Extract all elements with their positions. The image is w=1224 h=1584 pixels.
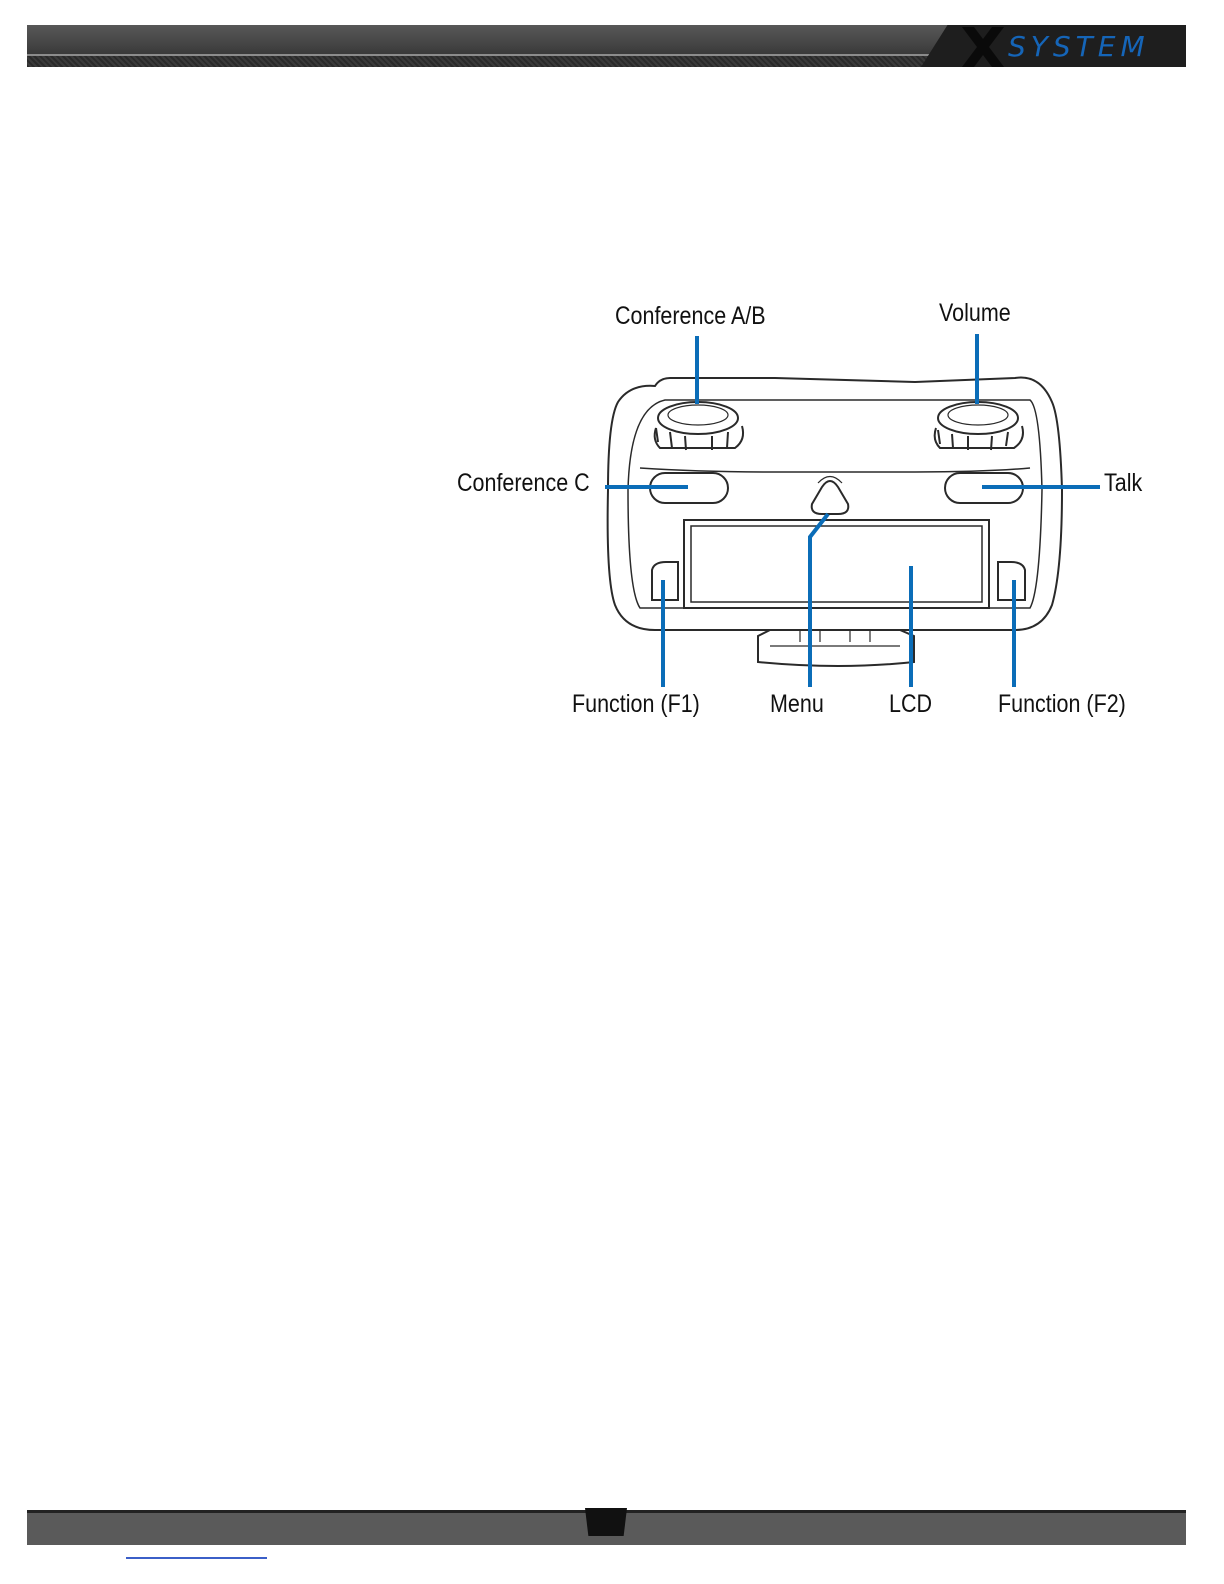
- beltpack-illustration: [440, 290, 1160, 730]
- label-talk: Talk: [1104, 469, 1142, 498]
- left-knob-shape: [655, 402, 743, 450]
- logo-wordmark: SYSTEM: [1008, 27, 1150, 67]
- lcd-screen: [691, 526, 982, 602]
- device-diagram: Conference A/B Volume Conference C Talk …: [440, 290, 1160, 730]
- callout-line-menu: [810, 514, 828, 687]
- f2-button-shape: [998, 562, 1025, 600]
- label-conference-ab: Conference A/B: [615, 302, 766, 331]
- label-conference-c: Conference C: [457, 469, 590, 498]
- belt-clip-shape: [758, 630, 914, 666]
- label-lcd: LCD: [889, 690, 932, 719]
- label-menu: Menu: [770, 690, 824, 719]
- label-function-f1: Function (F1): [572, 690, 700, 719]
- label-volume: Volume: [939, 299, 1011, 328]
- footer-page-tab: [585, 1508, 627, 1536]
- lcd-frame: [684, 520, 989, 608]
- x-logo-icon: [958, 27, 1008, 67]
- right-knob-shape: [935, 402, 1023, 450]
- footer-link-underline[interactable]: [126, 1557, 267, 1559]
- label-function-f2: Function (F2): [998, 690, 1126, 719]
- callout-lines: [605, 334, 1100, 687]
- menu-button-shape: [812, 481, 849, 514]
